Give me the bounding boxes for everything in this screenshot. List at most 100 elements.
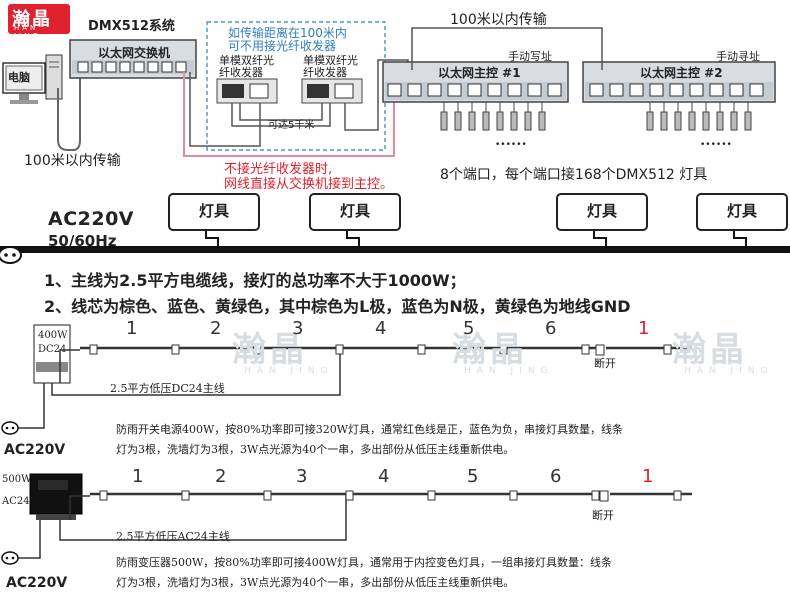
controller-port xyxy=(749,83,764,97)
dc-power-supply xyxy=(33,324,71,384)
lamp-4-label: 灯具 xyxy=(726,202,757,220)
controller-port xyxy=(589,83,604,97)
controller-port xyxy=(487,83,502,97)
controller-port xyxy=(407,83,422,97)
dc-seg-red-1: 1 xyxy=(638,318,650,339)
ac-strip-connector xyxy=(263,490,272,501)
ac-main-line-label: 2.5平方低压AC24主线 xyxy=(116,530,230,543)
left-transmission-label: 100米以内传输 xyxy=(24,153,121,169)
switch-port xyxy=(119,61,131,73)
pc-icon xyxy=(2,54,63,104)
fiber-b-label-1: 单模双纤光 xyxy=(303,54,358,67)
dots-1: •••••• xyxy=(495,140,527,150)
controller-port xyxy=(609,83,624,97)
dc-strip-connector xyxy=(663,344,672,355)
switch-port xyxy=(105,61,117,73)
ethernet-plug-icon xyxy=(496,111,504,131)
blue-note-line1: 如传输距离在100米内 xyxy=(228,26,347,40)
ac-strip-connector xyxy=(345,490,354,501)
dc-seg-2: 2 xyxy=(210,318,222,339)
ac-seg-3: 3 xyxy=(296,466,308,487)
ethernet-plug-icon xyxy=(468,111,476,131)
dc-strip-connector xyxy=(89,344,98,355)
ac-seg-1: 1 xyxy=(132,466,144,487)
ethernet-plug-icon xyxy=(688,111,696,131)
fiber-a-label: 单模双纤光 纤收发器 xyxy=(219,55,274,79)
brand-name: 瀚晶 xyxy=(12,9,52,30)
ac-strip-break-connector xyxy=(599,490,609,502)
ac-title: AC220V xyxy=(48,208,135,230)
switch-port xyxy=(77,61,89,73)
ethernet-plug-icon xyxy=(660,111,668,131)
dmx-system-label: DMX512系统 xyxy=(88,19,175,34)
switch-port xyxy=(147,61,159,73)
ethernet-plug-icon xyxy=(440,111,448,131)
rule-2: 2、线芯为棕色、蓝色、黄绿色，其中棕色为L极，蓝色为N极，黄绿色为地线GND xyxy=(44,297,631,316)
dc-seg-5: 5 xyxy=(463,318,475,339)
lamp-feed-wire xyxy=(733,231,747,246)
controller-2-label: 以太网主控 #2 xyxy=(640,66,723,80)
brand-pinyin: HAN JING xyxy=(14,24,41,40)
dc-seg-4: 4 xyxy=(375,318,387,339)
dc-break-label: 断开 xyxy=(594,357,616,370)
ethernet-plug-icon xyxy=(482,111,490,131)
watermark-text-2: 瀚晶 xyxy=(672,330,748,370)
power-plug-icon xyxy=(0,246,22,264)
dc-main-line-label: 2.5平方低压DC24主线 xyxy=(110,382,225,395)
ac-strip-connector xyxy=(181,490,190,501)
controller-1-label: 以太网主控 #1 xyxy=(438,66,521,80)
ac-strip-connector xyxy=(99,490,108,501)
dc-seg-3: 3 xyxy=(292,318,304,339)
controller-port xyxy=(649,83,664,97)
ac-seg-6: 6 xyxy=(550,466,562,487)
dc-strip-connector xyxy=(581,344,590,355)
ac-seg-2: 2 xyxy=(215,466,227,487)
dc-psu-voltage: DC24 xyxy=(38,344,67,355)
switch-port xyxy=(161,61,173,73)
controller-port xyxy=(467,83,482,97)
dc-strip-connector xyxy=(417,344,426,355)
ac-description-2: 灯为3根，洗墙灯为3根，3W点光源为40个一串，多出部份从低压主线重新供电。 xyxy=(116,576,515,589)
transformer-device xyxy=(29,473,83,520)
ethernet-plug-icon xyxy=(702,111,710,131)
dc-ac-label: AC220V xyxy=(4,442,66,458)
brand-logo: 瀚晶 HAN JING xyxy=(8,4,70,40)
lamp-feed-wire xyxy=(205,231,219,246)
lamp-2: 灯具 xyxy=(309,193,401,231)
ac-frequency: 50/60Hz xyxy=(48,232,117,250)
switch-port xyxy=(91,61,103,73)
dots-2: •••••• xyxy=(700,140,732,150)
lamp-3: 灯具 xyxy=(556,193,648,231)
ethernet-plug-icon xyxy=(538,111,546,131)
controller-port xyxy=(387,83,402,97)
ac-seg-4: 4 xyxy=(378,466,390,487)
manual-write-label: 手动写址 xyxy=(508,50,552,63)
lamp-4: 灯具 xyxy=(696,193,788,231)
dc-strip-connector xyxy=(499,344,508,355)
ethernet-plug-icon xyxy=(454,111,462,131)
ethernet-plug-icon xyxy=(716,111,724,131)
ethernet-plug-icon xyxy=(646,111,654,131)
fiber-distance-label: 可达5千米 xyxy=(268,120,315,131)
controller-port xyxy=(629,83,644,97)
lamp-feed-wire xyxy=(346,231,360,246)
ac-ac-label: AC220V xyxy=(6,575,68,591)
ethernet-plug-icon xyxy=(674,111,682,131)
controller-port xyxy=(689,83,704,97)
ac-seg-5: 5 xyxy=(467,466,479,487)
ac-strip-connector xyxy=(427,490,436,501)
controller-port xyxy=(669,83,684,97)
fiber-a-label-2: 纤收发器 xyxy=(219,66,263,79)
ac-psu-voltage: AC24 xyxy=(2,496,30,507)
lamp-feed-wire xyxy=(593,231,607,246)
transformer-ac-plug-icon xyxy=(1,551,19,565)
watermark-text-3: 瀚晶 xyxy=(452,330,528,370)
dc-strip-connector xyxy=(335,344,344,355)
dc-ac-plug-icon xyxy=(1,421,19,435)
ac-break-label: 断开 xyxy=(592,509,614,522)
ac-description-1: 防雨变压器500W，按80%功率即可接400W灯具，通常用于内控变色灯具，一组串… xyxy=(116,556,613,569)
controller-port xyxy=(729,83,744,97)
manual-find-label: 手动寻址 xyxy=(716,50,760,63)
watermark-pinyin-3: HAN JING xyxy=(464,366,554,376)
